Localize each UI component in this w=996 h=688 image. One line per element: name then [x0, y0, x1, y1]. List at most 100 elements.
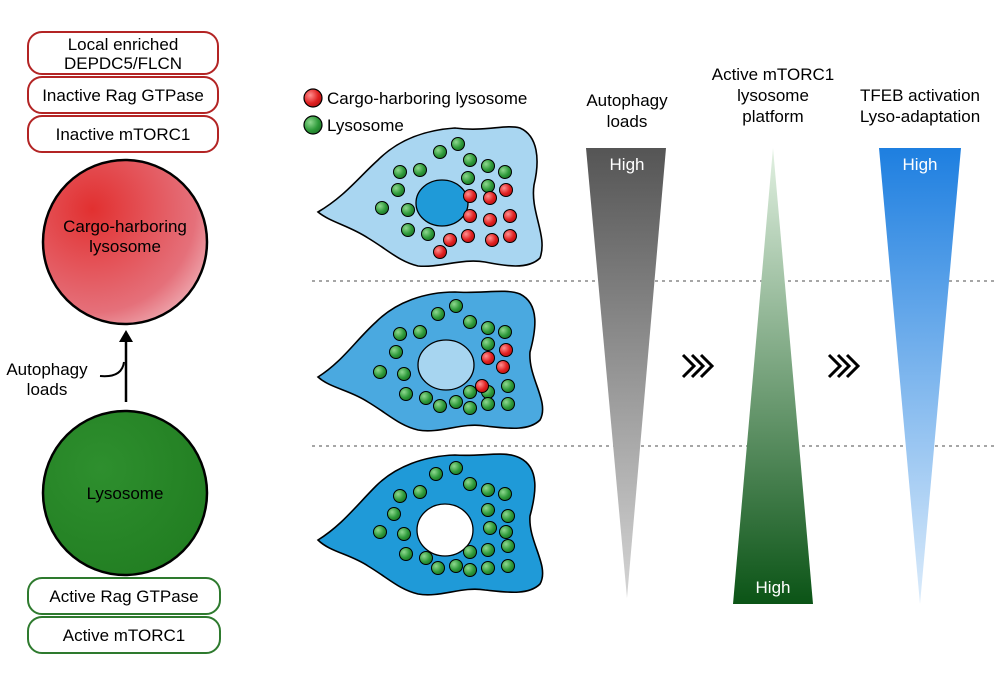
- cargo-lysosome-dot-c2-22: [499, 343, 513, 357]
- gradient-1-title-line2: loads: [607, 112, 648, 131]
- lysosome-dot-c3-18: [501, 559, 515, 573]
- cargo-lysosome-dot-c1-23: [503, 229, 517, 243]
- lysosome-dot-c1-12: [481, 179, 495, 193]
- cell-no-cargo: [316, 453, 544, 596]
- cell-1-nucleus: [415, 179, 469, 227]
- lysosome-dot-c3-4: [413, 485, 427, 499]
- lysosome-dot-c2-2: [463, 315, 477, 329]
- lysosome-dot-c2-0: [431, 307, 445, 321]
- arrow-label-line1: Autophagy: [6, 360, 88, 379]
- lysosome-dot-c3-7: [373, 525, 387, 539]
- legend-green-dot: [303, 115, 323, 135]
- lysosome-dot-c3-0: [429, 467, 443, 481]
- lysosome-dot-c3-11: [431, 561, 445, 575]
- legend-item-cargo: Cargo-harboring lysosome: [327, 89, 527, 108]
- lysosome-dot-c2-1: [449, 299, 463, 313]
- lysosome-dot-c3-10: [419, 551, 433, 565]
- cargo-lysosome-dot-c1-19: [503, 209, 517, 223]
- lysosome-dot-c1-6: [391, 183, 405, 197]
- gradient-1-title-line1: Autophagy: [586, 91, 668, 110]
- lysosome-dot-c2-19: [498, 325, 512, 339]
- cell-medium-cargo: [316, 290, 544, 432]
- lysosome-dot-c2-5: [393, 327, 407, 341]
- chevron-right-icon-1: [681, 353, 715, 379]
- lysosome-dot-c1-7: [375, 201, 389, 215]
- lysosome-dot-c1-5: [393, 165, 407, 179]
- lysosome-dot-c3-13: [463, 545, 477, 559]
- gradient-3-high-label: High: [903, 155, 938, 174]
- lysosome-dot-c2-13: [463, 385, 477, 399]
- lysosome-dot-c3-6: [387, 507, 401, 521]
- lysosome-dot-c3-1: [449, 461, 463, 475]
- cell-high-cargo: [316, 126, 543, 268]
- lysosome-dot-c3-22: [501, 509, 515, 523]
- box-active-mtorc1-label: Active mTORC1: [63, 626, 186, 645]
- cell-2-nucleus: [417, 339, 475, 391]
- left-panel: Local enriched DEPDC5/FLCN Inactive Rag …: [6, 31, 221, 654]
- tfeb-triangle: [879, 148, 961, 604]
- box-inactive-rag: [27, 76, 219, 114]
- box-inactive-mtorc1-label: Inactive mTORC1: [56, 125, 191, 144]
- top-circle-line1: Cargo-harboring: [63, 217, 187, 236]
- lysosome-dot-c1-13: [498, 165, 512, 179]
- gradient-mtorc1-column: Active mTORC1 lysosome platform High: [712, 65, 834, 604]
- box-active-rag-label: Active Rag GTPase: [49, 587, 198, 606]
- lysosome-circle: [41, 409, 209, 577]
- top-circle-line2: lysosome: [89, 237, 161, 256]
- lysosome-dot-c3-8: [397, 527, 411, 541]
- mtorc1-triangle: [733, 148, 813, 604]
- box-local-enriched: [27, 31, 219, 75]
- cargo-lysosome-dot-c1-20: [461, 229, 475, 243]
- lysosome-dot-c3-23: [499, 525, 513, 539]
- gradient-2-title-line3: platform: [742, 107, 803, 126]
- lysosome-dot-c3-16: [463, 563, 477, 577]
- lysosome-dot-c2-20: [481, 337, 495, 351]
- lysosome-dot-c2-15: [501, 379, 515, 393]
- autophagy-triangle: [586, 148, 666, 598]
- lysosome-dot-c1-9: [401, 223, 415, 237]
- gradient-3-title-line1: TFEB activation: [860, 86, 980, 105]
- cargo-lysosome-dot-c2-24: [475, 379, 489, 393]
- cargo-lysosome-dot-c2-21: [481, 351, 495, 365]
- lysosome-dot-c3-19: [498, 487, 512, 501]
- lysosome-dot-c1-11: [461, 171, 475, 185]
- lysosome-dot-c3-17: [481, 561, 495, 575]
- gradient-tfeb-column: TFEB activation Lyso-adaptation High: [860, 86, 980, 604]
- lysosome-dot-c1-3: [481, 159, 495, 173]
- up-arrow-icon: [99, 330, 133, 402]
- lysosome-dot-c2-18: [501, 397, 515, 411]
- cell-3-nucleus: [416, 503, 474, 557]
- lysosome-dot-c1-10: [421, 227, 435, 241]
- lysosome-dot-c1-0: [433, 145, 447, 159]
- box-inactive-mtorc1: [27, 115, 219, 153]
- lysosome-dot-c2-3: [481, 321, 495, 335]
- legend-red-dot: [303, 88, 323, 108]
- lysosome-dot-c3-3: [481, 483, 495, 497]
- gradient-1-high-label: High: [610, 155, 645, 174]
- lysosome-dot-c3-12: [449, 559, 463, 573]
- box-local-enriched-line1: Local enriched: [68, 35, 179, 54]
- gradient-3-title-line2: Lyso-adaptation: [860, 107, 980, 126]
- gradient-2-title-line2: lysosome: [737, 86, 809, 105]
- chevron-right-icon-2: [827, 353, 861, 379]
- lysosome-dot-c2-17: [481, 397, 495, 411]
- lysosome-dot-c2-16: [463, 401, 477, 415]
- lysosome-dot-c3-5: [393, 489, 407, 503]
- cargo-lysosome-dot-c2-23: [496, 360, 510, 374]
- box-local-enriched-line2: DEPDC5/FLCN: [64, 54, 182, 73]
- arrow-label-line2: loads: [27, 380, 68, 399]
- lysosome-dot-c2-7: [373, 365, 387, 379]
- legend-item-lysosome: Lysosome: [327, 116, 404, 135]
- cargo-lysosome-dot-c1-24: [433, 245, 447, 259]
- lysosome-dot-c2-8: [397, 367, 411, 381]
- cargo-lysosome-dot-c1-17: [463, 209, 477, 223]
- legend: Cargo-harboring lysosome Lysosome: [303, 88, 527, 135]
- lysosome-dot-c1-2: [463, 153, 477, 167]
- lysosome-dot-c2-11: [433, 399, 447, 413]
- lysosome-dot-c3-2: [463, 477, 477, 491]
- lysosome-dot-c2-6: [389, 345, 403, 359]
- cargo-lysosome-dot-c1-21: [443, 233, 457, 247]
- lysosome-dot-c2-12: [449, 395, 463, 409]
- box-inactive-rag-label: Inactive Rag GTPase: [42, 86, 204, 105]
